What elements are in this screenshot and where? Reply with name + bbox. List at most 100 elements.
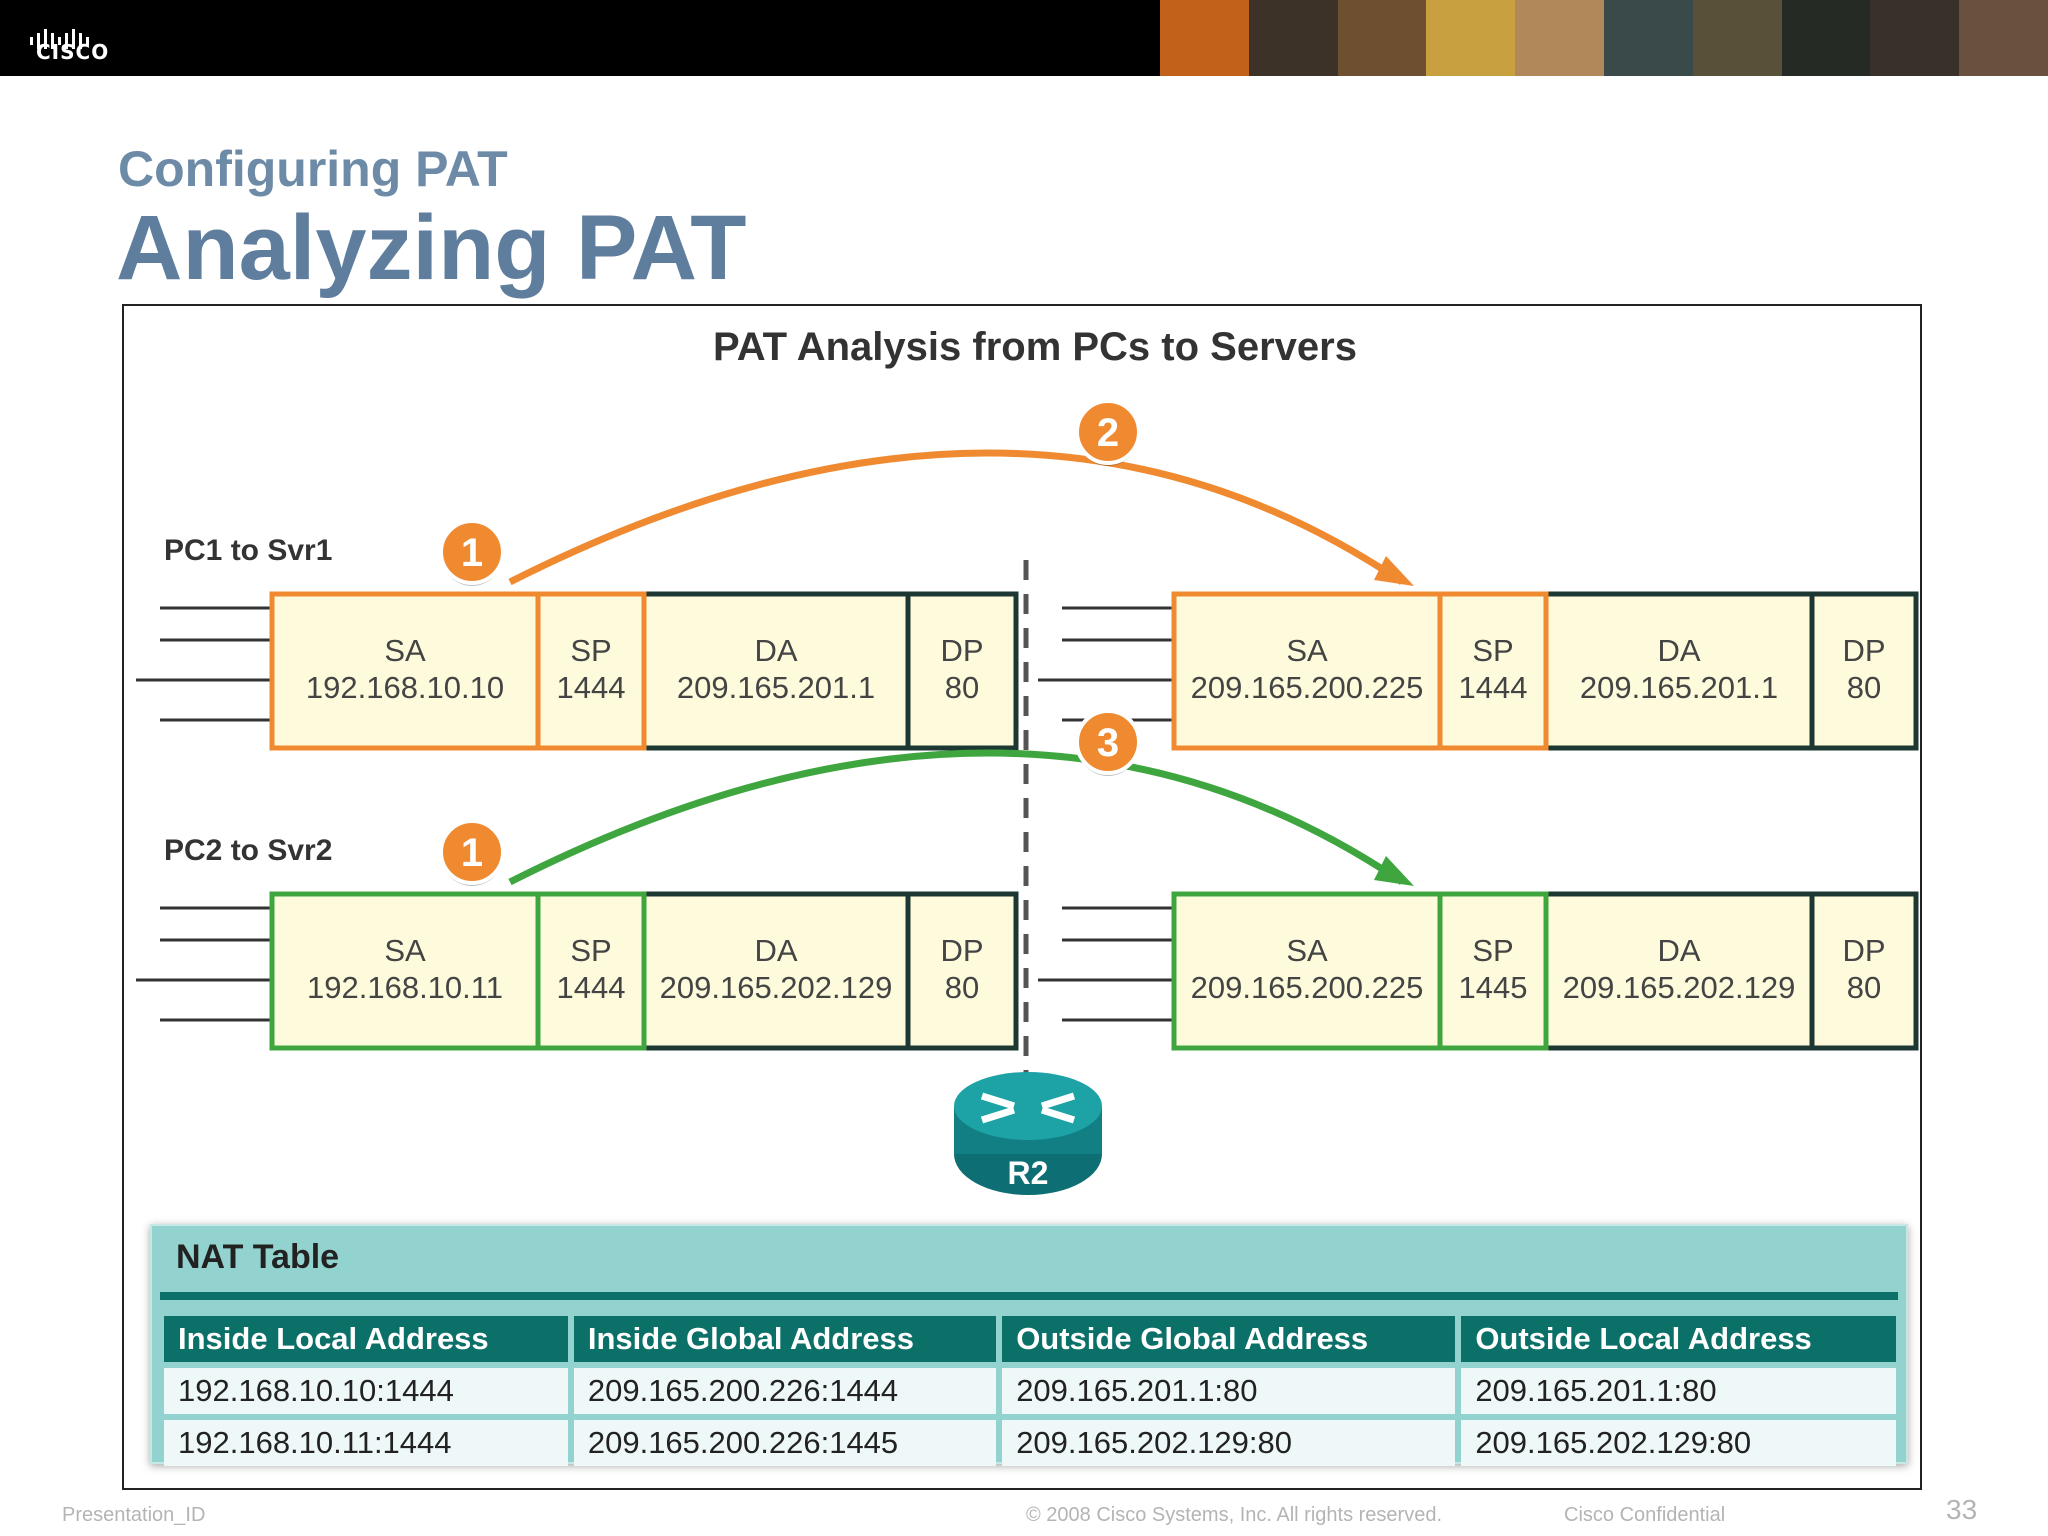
packet-field — [1543, 891, 1815, 1051]
table-row: 192.168.10.10:1444 209.165.200.226:1444 … — [164, 1368, 1896, 1414]
packet-field — [1437, 891, 1549, 1051]
step-number: 3 — [1097, 721, 1119, 765]
column-header: Inside Local Address — [164, 1316, 568, 1362]
header-photo — [1692, 0, 1782, 76]
field-value: 192.168.10.11 — [307, 970, 503, 1005]
step-badge — [439, 819, 505, 885]
field-name: DA — [754, 933, 797, 968]
field-value: 209.165.201.1 — [1580, 670, 1778, 705]
field-value: 192.168.10.10 — [306, 670, 504, 705]
packet-field-highlight — [535, 591, 647, 751]
header-photo — [1870, 0, 1960, 76]
packet-field-highlight — [1437, 591, 1549, 751]
table-cell: 209.165.202.129:80 — [1461, 1420, 1896, 1466]
field-name: SP — [1472, 933, 1513, 968]
brand-wordmark: CISCO — [36, 40, 110, 64]
step-badge — [1075, 399, 1141, 465]
packet-field — [641, 591, 911, 751]
footer-copyright: © 2008 Cisco Systems, Inc. All rights re… — [1026, 1504, 1443, 1526]
router-top — [954, 1072, 1102, 1140]
nat-table: Inside Local Address Inside Global Addre… — [158, 1310, 1902, 1472]
field-name: SA — [384, 933, 426, 968]
field-value: 80 — [945, 670, 979, 705]
header-photo — [1248, 0, 1338, 76]
field-name: SA — [1286, 933, 1328, 968]
slide-title: Analyzing PAT — [116, 197, 747, 299]
arrow-head-icon — [1374, 856, 1414, 886]
nat-table-title: NAT Table — [176, 1238, 340, 1276]
nat-table-header-row: Inside Local Address Inside Global Addre… — [164, 1316, 1896, 1362]
header-photo — [1160, 0, 1249, 76]
slide-subtitle: Configuring PAT — [118, 141, 508, 197]
router-arrows-icon — [980, 1092, 1076, 1124]
header-bar: CISCO — [0, 0, 2048, 76]
router-label: R2 — [1008, 1155, 1049, 1191]
packet-field — [269, 891, 541, 1051]
translation-arrow — [508, 449, 1404, 586]
field-value: 80 — [1847, 670, 1881, 705]
field-name: SP — [570, 933, 611, 968]
page-number: 33 — [1946, 1494, 1978, 1525]
field-name: DA — [1657, 933, 1700, 968]
arrow-head-icon — [1374, 556, 1414, 586]
header-photo-strip — [1160, 0, 2048, 76]
table-row: 192.168.10.11:1444 209.165.200.226:1445 … — [164, 1420, 1896, 1466]
packet-field — [269, 591, 541, 751]
cisco-logo-icon — [30, 29, 89, 49]
field-value: 209.165.201.1 — [677, 670, 875, 705]
table-cell: 192.168.10.11:1444 — [164, 1420, 568, 1466]
field-name: DA — [754, 633, 797, 668]
field-name: DA — [1657, 633, 1700, 668]
step-badge — [439, 519, 505, 585]
packet-field — [1809, 891, 1919, 1051]
field-value: 209.165.202.129 — [660, 970, 893, 1005]
packet-field — [905, 891, 1019, 1051]
field-name: SP — [1472, 633, 1513, 668]
packet-field-highlight — [1437, 891, 1549, 1051]
column-header: Outside Global Address — [1002, 1316, 1456, 1362]
field-name: SA — [384, 633, 426, 668]
nat-table-panel: NAT Table Inside Local Address Inside Gl… — [150, 1224, 1908, 1466]
step-number: 1 — [461, 831, 483, 875]
packet-field — [1809, 591, 1919, 751]
step-number: 2 — [1097, 411, 1119, 455]
nat-table-rule — [160, 1292, 1898, 1300]
translation-arrow — [508, 749, 1404, 886]
field-value: 1445 — [1459, 970, 1528, 1005]
field-name: DP — [1842, 933, 1885, 968]
header-photo — [1781, 0, 1871, 76]
field-name: SA — [1286, 633, 1328, 668]
field-value: 80 — [945, 970, 979, 1005]
flow-label: PC2 to Svr2 — [164, 834, 332, 867]
field-value: 209.165.200.225 — [1191, 670, 1424, 705]
field-value: 1444 — [1459, 670, 1528, 705]
field-name: DP — [940, 633, 983, 668]
footer-confidential: Cisco Confidential — [1564, 1504, 1726, 1526]
field-value: 1444 — [557, 670, 626, 705]
table-cell: 192.168.10.10:1444 — [164, 1368, 568, 1414]
packet-field — [905, 591, 1019, 751]
table-cell: 209.165.200.226:1444 — [573, 1368, 997, 1414]
diagram-heading: PAT Analysis from PCs to Servers — [713, 325, 1357, 369]
field-value: 80 — [1847, 970, 1881, 1005]
table-cell: 209.165.200.226:1445 — [573, 1420, 997, 1466]
field-value: 1444 — [557, 970, 626, 1005]
step-number: 1 — [461, 531, 483, 575]
table-cell: 209.165.202.129:80 — [1002, 1420, 1456, 1466]
footer-presentation-id: Presentation_ID — [62, 1504, 206, 1526]
step-badge — [1075, 709, 1141, 775]
table-cell: 209.165.201.1:80 — [1461, 1368, 1896, 1414]
field-name: DP — [940, 933, 983, 968]
header-photo — [1426, 0, 1516, 76]
header-photo — [1337, 0, 1427, 76]
column-header: Inside Global Address — [573, 1316, 997, 1362]
field-value: 209.165.202.129 — [1563, 970, 1796, 1005]
flow-label: PC1 to Svr1 — [164, 534, 332, 567]
table-cell: 209.165.201.1:80 — [1002, 1368, 1456, 1414]
header-photo — [1515, 0, 1604, 76]
field-name: SP — [570, 633, 611, 668]
header-photo — [1603, 0, 1693, 76]
packet-field-highlight — [535, 891, 647, 1051]
header-photo — [1959, 0, 2048, 76]
